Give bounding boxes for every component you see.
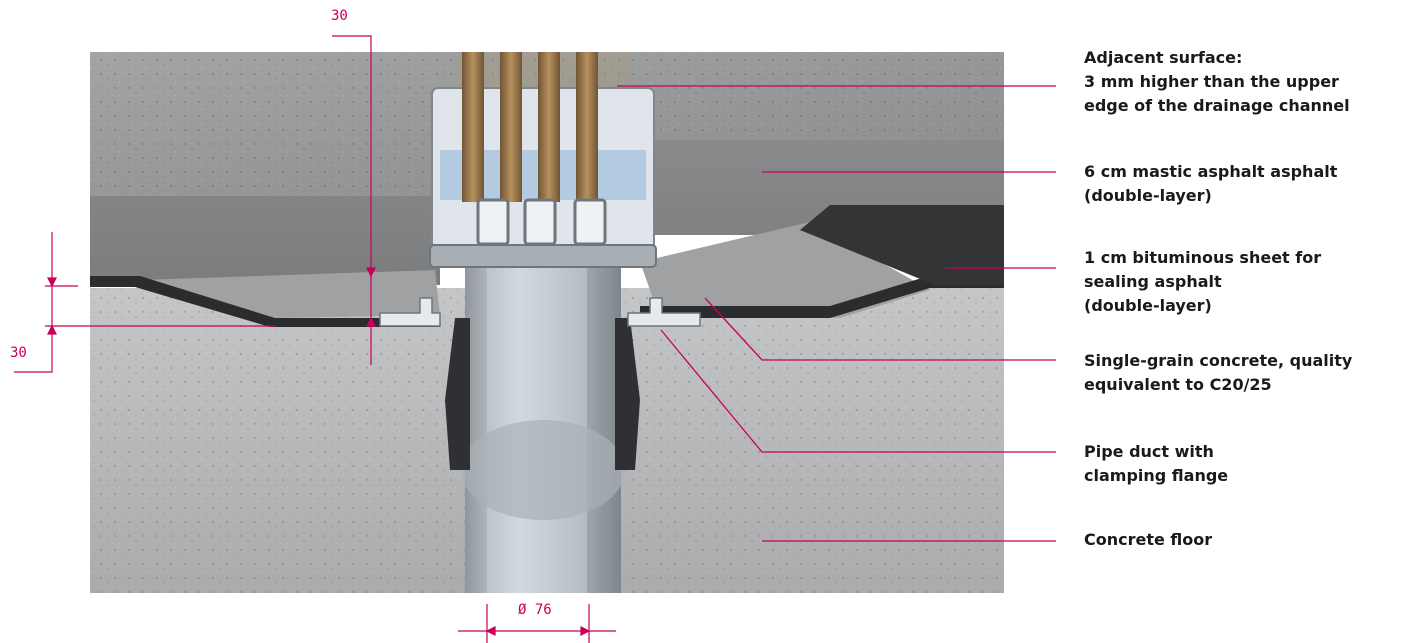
dimension-left-arrow-up [47, 324, 57, 335]
callout-line: Adjacent surface: [1084, 48, 1243, 67]
callout-line: (double-layer) [1084, 186, 1212, 205]
pipe-duct-right [615, 318, 640, 470]
callout-line: 3 mm higher than the upper [1084, 72, 1339, 91]
dimension-lines [14, 35, 616, 643]
callout-line: 1 cm bituminous sheet for [1084, 248, 1322, 267]
tube-profile-2 [523, 198, 557, 246]
callout-adjacent-surface: Adjacent surface: 3 mm higher than the u… [1084, 46, 1394, 118]
callout-line: (double-layer) [1084, 296, 1212, 315]
callout-mastic-asphalt: 6 cm mastic asphalt asphalt (double-laye… [1084, 160, 1394, 208]
dimension-left-arrow-down [47, 277, 57, 288]
tube-profile-3 [573, 198, 607, 246]
leader-pipe-duct [660, 329, 1056, 453]
dimension-top-label: 30 [331, 8, 348, 24]
callout-line: Concrete floor [1084, 530, 1213, 549]
leader-lines [617, 85, 1056, 542]
callout-single-grain-concrete: Single-grain concrete, quality equivalen… [1084, 349, 1394, 397]
dimension-top-arrow-up [366, 267, 376, 278]
callout-concrete-floor: Concrete floor [1084, 528, 1394, 552]
dimension-top-line [332, 35, 372, 365]
callout-line: 6 cm mastic asphalt asphalt [1084, 162, 1338, 181]
callout-line: clamping flange [1084, 466, 1229, 485]
pipe-duct-left [445, 318, 470, 470]
callout-line: Pipe duct with [1084, 442, 1214, 461]
grating-bar-3 [538, 52, 560, 202]
clamping-flange-left [379, 297, 441, 327]
callout-line: edge of the drainage channel [1084, 96, 1350, 115]
grating-bar-2 [500, 52, 522, 202]
single-grain-concrete-wedge [140, 222, 930, 318]
mastic-asphalt-layer [90, 140, 1004, 285]
pipe-sleeve [461, 420, 625, 520]
callout-line: sealing asphalt [1084, 272, 1222, 291]
grating-bar-1 [462, 52, 484, 202]
callout-pipe-duct: Pipe duct with clamping flange [1084, 440, 1394, 488]
grating-bar-4 [576, 52, 598, 202]
bituminous-sheet-right-block [800, 205, 1004, 285]
channel-perforated-base [429, 244, 657, 268]
dimension-top-arrow-down [366, 316, 376, 327]
tube-profile-1 [476, 198, 510, 246]
callout-line: equivalent to C20/25 [1084, 375, 1272, 394]
leader-single-grain-concrete [704, 297, 1056, 361]
callout-line: Single-grain concrete, quality [1084, 351, 1353, 370]
callout-bituminous-sheet: 1 cm bituminous sheet for sealing asphal… [1084, 246, 1394, 318]
dimension-bottom-arrow-left [485, 626, 496, 636]
dimension-diameter-label: Ø 76 [518, 602, 552, 618]
dimension-bottom-arrow-right [580, 626, 591, 636]
clamping-flange-right [627, 297, 701, 327]
dimension-left-label: 30 [10, 345, 27, 361]
